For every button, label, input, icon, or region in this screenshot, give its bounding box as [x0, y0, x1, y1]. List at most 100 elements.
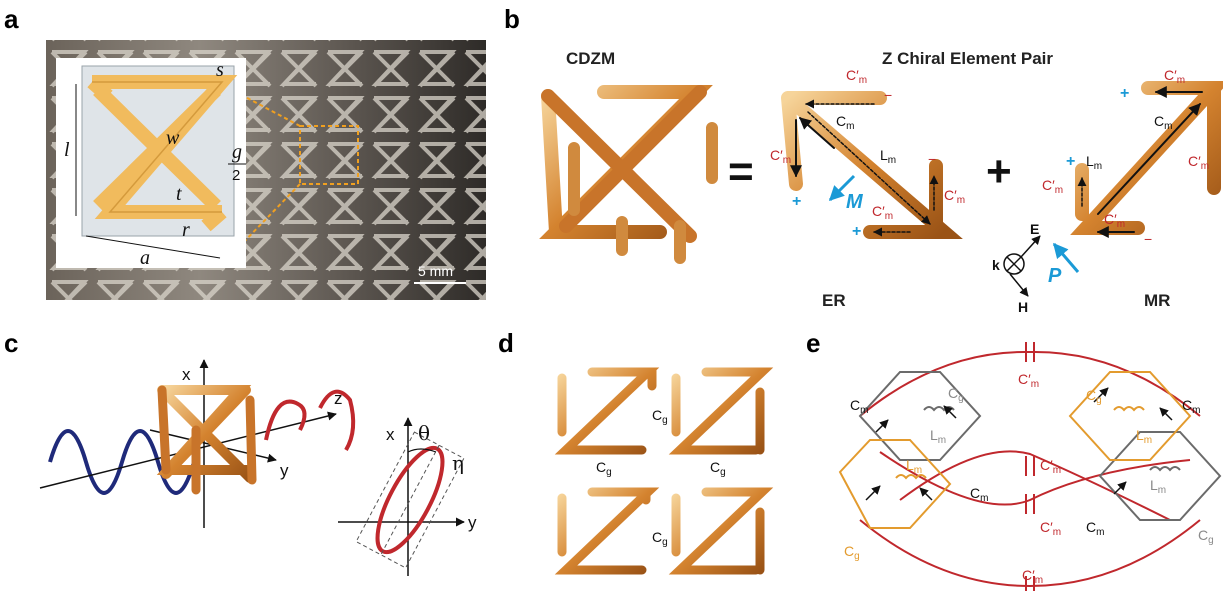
h-field-label: H	[1018, 299, 1028, 315]
mr-minus-bottom: −	[1144, 231, 1152, 247]
highlight-box	[299, 125, 359, 185]
red-loop-bottom	[859, 519, 1201, 588]
param-g: g	[232, 141, 242, 163]
m-vector-arrow	[828, 174, 856, 202]
mr-cpm-left: C′m	[1042, 177, 1063, 196]
e-cpm-4: C′m	[1022, 567, 1043, 586]
e-cm-1: Cm	[850, 397, 868, 416]
e-lm-orange-2: Lm	[906, 457, 922, 476]
plus-sign: +	[986, 147, 1012, 196]
param-l: l	[64, 139, 70, 161]
e-cm-3: Cm	[970, 485, 988, 504]
cdzm-structure-c	[156, 385, 257, 495]
panel-label-c: c	[4, 328, 18, 358]
e-cg-orange-1: Cg	[1086, 387, 1102, 406]
e-lm-gray-1: Lm	[930, 427, 946, 446]
er-cpm-top: C′m	[846, 67, 867, 86]
panel-label-d: d	[498, 328, 514, 358]
transmitted-wave-tail	[318, 389, 356, 452]
e-cm-4: Cm	[1086, 519, 1104, 538]
ellipse-x-label: x	[386, 425, 395, 444]
e-cg-orange-2: Cg	[844, 543, 860, 562]
er-cm: Cm	[836, 113, 854, 132]
theta-label: θ	[418, 421, 430, 445]
panel-a: a l a s w g 2 t r 5 mm	[4, 4, 486, 300]
panel-b: b CDZM Z Chiral Element Pair = + C′m − C…	[504, 4, 1223, 315]
title-z-pair: Z Chiral Element Pair	[882, 49, 1053, 68]
param-a: a	[140, 247, 150, 269]
er-z-element	[781, 91, 963, 239]
red-cross-2	[899, 450, 1171, 521]
e-lm-orange-1: Lm	[1136, 427, 1152, 446]
er-cpm-right: C′m	[944, 187, 965, 206]
mr-cpm-top: C′m	[1164, 67, 1185, 86]
e-cg-gray-2: Cg	[1198, 527, 1214, 546]
current-arrows	[865, 387, 1173, 501]
panel-c: c x y z x y θ η	[4, 328, 477, 576]
panel-label-a: a	[4, 4, 19, 34]
e-cpm-2: C′m	[1040, 457, 1061, 476]
er-plus-left: +	[792, 193, 801, 210]
equals-sign: =	[728, 147, 754, 196]
scale-bar-label: 5 mm	[418, 263, 453, 279]
z-axis-label: z	[334, 389, 343, 408]
panel-d: d Cg Cg Cg Cg	[498, 328, 774, 575]
gray-loop-right	[1098, 431, 1222, 521]
cg-label-3: Cg	[710, 459, 726, 478]
mr-cpm-right: C′m	[1188, 153, 1209, 172]
red-loop-top	[859, 350, 1201, 417]
transmitted-wave	[264, 399, 307, 441]
eta-label: η	[452, 451, 464, 475]
gray-loop-left	[858, 371, 982, 461]
cg-label-4: Cg	[652, 529, 668, 548]
orange-loop-left	[838, 439, 952, 529]
mr-lm: Lm	[1086, 153, 1102, 172]
mr-label: MR	[1144, 291, 1170, 310]
cg-label-1: Cg	[652, 407, 668, 426]
er-plus-bottom: +	[852, 223, 861, 240]
theta-arc	[407, 448, 437, 453]
e-field-label: E	[1030, 221, 1039, 237]
m-vector-label: M	[846, 191, 864, 213]
er-cpm-left: C′m	[770, 147, 791, 166]
mr-z-element	[1070, 81, 1223, 238]
z-pattern-edge	[92, 81, 224, 213]
param-s: s	[216, 59, 224, 81]
mr-cm: Cm	[1154, 113, 1172, 132]
dim-a	[85, 235, 221, 259]
cg-label-2: Cg	[596, 459, 612, 478]
y-axis-label: y	[280, 461, 289, 480]
panel-label-e: e	[806, 328, 820, 358]
k-vector-label: k	[992, 257, 1000, 273]
zoom-line-bottom	[235, 183, 301, 251]
er-lm: Lm	[880, 147, 896, 166]
e-cpm-1: C′m	[1018, 371, 1039, 390]
x-axis-label: x	[182, 365, 191, 384]
cpm-capacitors	[1025, 342, 1035, 591]
cdzm-structure	[539, 85, 718, 264]
panel-label-b: b	[504, 4, 520, 34]
incident-wave	[48, 429, 196, 495]
mr-cpm-bottom: C′m	[1104, 211, 1125, 230]
title-cdzm: CDZM	[566, 49, 615, 68]
orange-inductors	[895, 406, 1145, 480]
polarization-ellipse	[355, 431, 465, 569]
mr-plus-top: +	[1120, 85, 1129, 102]
e-lm-gray-2: Lm	[1150, 477, 1166, 496]
mr-plus-left: +	[1066, 153, 1075, 170]
p-vector-label: P	[1048, 265, 1062, 287]
red-cross-1	[879, 451, 1191, 506]
orange-loop-right	[1068, 371, 1192, 461]
e-cm-2: Cm	[1182, 397, 1200, 416]
z-element-array	[554, 367, 774, 575]
er-minus-top: −	[884, 87, 892, 103]
field-coordinates	[1003, 235, 1041, 297]
p-vector-arrow	[1052, 242, 1080, 273]
param-r: r	[182, 219, 190, 241]
e-cg-gray-1: Cg	[948, 385, 964, 404]
panel-e: e	[806, 328, 1222, 591]
er-minus-right: −	[928, 151, 936, 167]
param-g-den: 2	[232, 167, 240, 184]
er-label: ER	[822, 291, 846, 310]
